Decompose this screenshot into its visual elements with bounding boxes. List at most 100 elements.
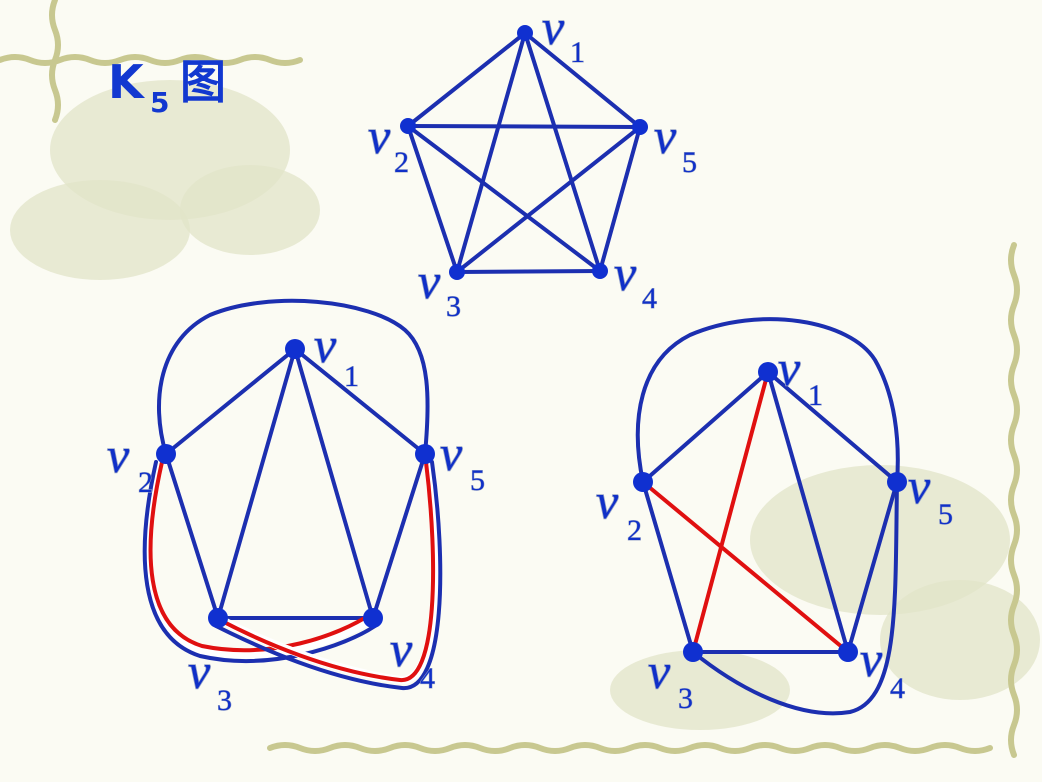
leaf-shape — [610, 650, 790, 730]
svg-text:5: 5 — [470, 464, 485, 497]
edge-v2-v3 — [641, 480, 695, 654]
svg-text:v: v — [440, 425, 463, 481]
svg-text:v: v — [860, 631, 883, 687]
edge-v2-v5-outer — [156, 298, 430, 456]
edge-v2-v3 — [406, 124, 459, 274]
svg-text:4: 4 — [420, 662, 435, 695]
vertex-v5 — [415, 444, 435, 464]
svg-text:4: 4 — [642, 282, 657, 315]
edge-v3-v5-highlight — [218, 460, 436, 683]
title-letter: K — [108, 55, 146, 109]
label-v5: v 5 — [439, 424, 485, 497]
leaf-shape — [180, 165, 320, 255]
vertex-v4 — [363, 608, 383, 628]
figure-k5-planar-attempt-left: v 1 v 2 v 5 v 3 v 4 — [106, 298, 486, 718]
svg-text:3: 3 — [446, 290, 461, 323]
svg-text:3: 3 — [678, 682, 693, 715]
svg-text:2: 2 — [627, 514, 642, 547]
edge-v1-v2 — [406, 31, 527, 128]
svg-text:v: v — [107, 427, 130, 483]
vine-bottom — [267, 742, 993, 754]
svg-text:1: 1 — [808, 379, 823, 412]
svg-text:v: v — [596, 473, 619, 529]
label-v4: v 4 — [859, 630, 905, 705]
title-subscript: 5 — [150, 86, 169, 119]
label-v1: v 1 — [313, 316, 359, 393]
edge-v2-v3 — [164, 452, 220, 620]
edge-v2-v4-highlight — [148, 460, 373, 653]
vertex-v2 — [156, 444, 176, 464]
vertex-v5 — [632, 119, 648, 135]
label-v4: v 4 — [389, 620, 435, 695]
svg-text:3: 3 — [217, 684, 232, 717]
vertex-v4 — [592, 263, 608, 279]
vertex-v1 — [517, 25, 533, 41]
svg-text:v: v — [390, 621, 413, 677]
svg-text:5: 5 — [682, 146, 697, 179]
vertex-v2 — [400, 118, 416, 134]
edge-v1-v4 — [766, 370, 850, 654]
figure-k5-complete: v 1 v 2 v 5 v 3 v 4 — [367, 0, 697, 324]
label-v2: v 2 — [367, 107, 409, 179]
edge-v5-v4 — [598, 125, 642, 273]
svg-text:v: v — [188, 643, 211, 699]
edge-v1-v4 — [523, 31, 602, 273]
vertex-v3 — [449, 264, 465, 280]
svg-text:v: v — [314, 317, 337, 373]
svg-text:v: v — [654, 108, 677, 164]
svg-text:v: v — [778, 340, 801, 396]
edge-v1-v5 — [766, 370, 899, 484]
vertex-v1 — [758, 362, 778, 382]
svg-text:4: 4 — [890, 672, 905, 705]
label-v3: v 3 — [647, 642, 693, 715]
figure-k5-planar-attempt-right: v 1 v 2 v 5 v 3 v 4 — [595, 317, 954, 716]
edge-v2-v4-blue — [142, 460, 377, 663]
label-v1: v 1 — [777, 339, 823, 412]
edge-v2-v4 — [406, 124, 602, 273]
edge-v1-v3-highlight — [691, 370, 770, 654]
label-v5: v 5 — [907, 457, 953, 531]
edge-v1-v2 — [164, 347, 297, 456]
svg-text:v: v — [614, 245, 637, 301]
edge-v2-v4-highlight — [641, 480, 850, 654]
edge-v1-v3 — [455, 31, 527, 274]
svg-text:v: v — [908, 458, 931, 514]
edge-v3-v5-blue — [214, 460, 443, 691]
svg-text:v: v — [648, 643, 671, 699]
leaf-shape — [880, 580, 1040, 700]
vine-top — [0, 54, 303, 66]
vertex-v3 — [683, 642, 703, 662]
svg-text:v: v — [418, 253, 441, 309]
edge-v2-v5-outer — [635, 317, 900, 484]
vertex-v4 — [838, 642, 858, 662]
edge-v5-v4 — [371, 452, 427, 620]
edge-v1-v4 — [293, 347, 375, 620]
label-v3: v 3 — [417, 252, 461, 323]
vine-left — [49, 0, 61, 123]
svg-text:2: 2 — [394, 146, 409, 179]
svg-text:v: v — [542, 0, 565, 55]
label-v5: v 5 — [653, 107, 697, 179]
edge-v2-v5 — [406, 124, 642, 129]
svg-text:v: v — [368, 108, 391, 164]
label-v2: v 2 — [106, 426, 153, 499]
edge-v3-v4 — [455, 269, 602, 274]
leaf-shape — [10, 180, 190, 280]
edge-v1-v2 — [641, 370, 770, 484]
label-v2: v 2 — [595, 472, 642, 547]
label-v4: v 4 — [613, 244, 657, 315]
vertex-v1 — [285, 339, 305, 359]
edge-v1-v3 — [216, 347, 297, 620]
label-v3: v 3 — [187, 642, 232, 717]
edge-v5-v4 — [846, 480, 899, 654]
label-v1: v 1 — [541, 0, 585, 70]
vertex-v5 — [887, 472, 907, 492]
svg-text:5: 5 — [938, 498, 953, 531]
edge-v1-v5 — [523, 31, 642, 129]
svg-text:1: 1 — [344, 360, 359, 393]
page-title: K 5 图 — [108, 55, 226, 119]
svg-text:1: 1 — [570, 36, 585, 69]
title-suffix: 图 — [180, 55, 226, 109]
